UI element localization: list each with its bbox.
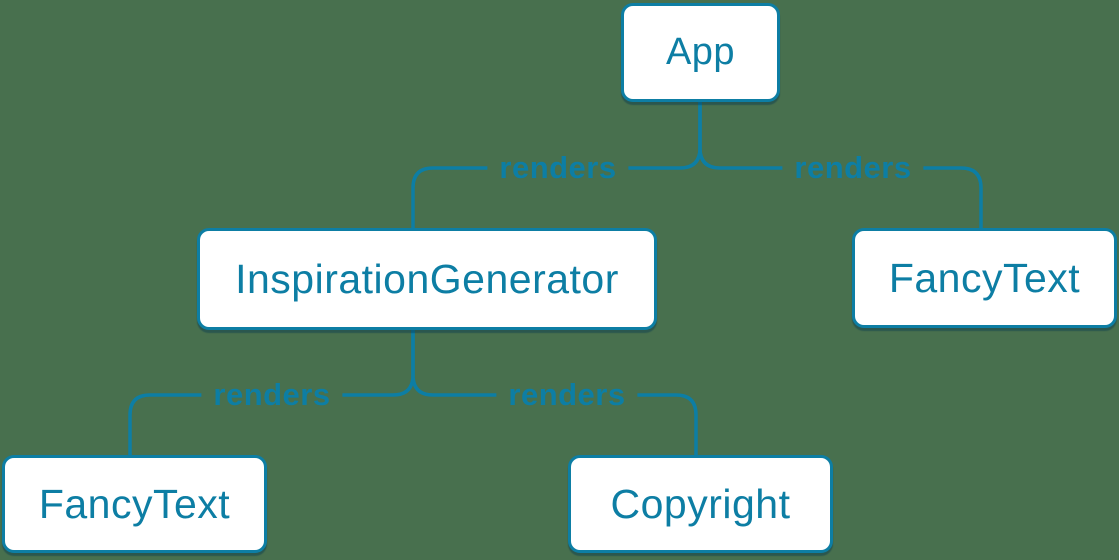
edge-label-renders-inspirationgenerator-fancytext: renders <box>201 377 343 413</box>
edge-label-renders-app-fancytext: renders <box>782 150 924 186</box>
node-app: App <box>621 3 780 102</box>
node-fancy-text-right: FancyText <box>852 228 1117 328</box>
node-inspiration-generator: InspirationGenerator <box>197 228 657 330</box>
node-fancy-text-left: FancyText <box>2 455 267 553</box>
edge-label-renders-app-inspirationgenerator: renders <box>487 150 629 186</box>
edge-label-renders-inspirationgenerator-copyright: renders <box>496 377 638 413</box>
node-copyright: Copyright <box>568 455 833 553</box>
